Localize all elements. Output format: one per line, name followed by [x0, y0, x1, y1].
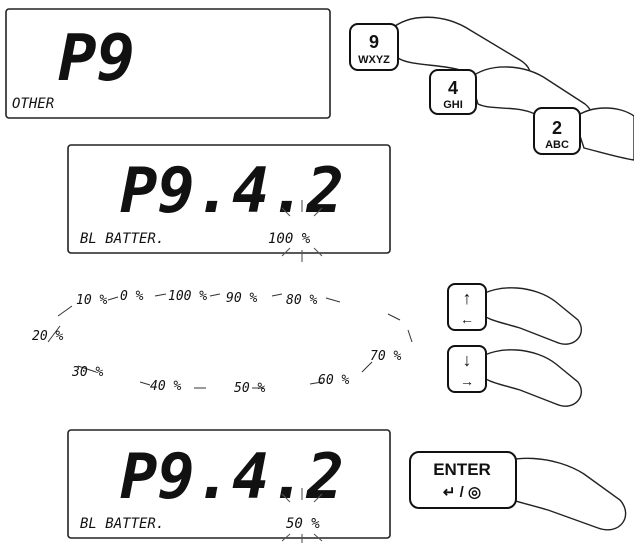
cycle-value: 100 %: [168, 289, 207, 304]
key-enter-group: ENTER ↵ / ◎: [409, 451, 627, 531]
cycle-value: 90 %: [226, 291, 257, 306]
lcd-panel-1: P9 OTHER: [5, 8, 331, 119]
key-2-letters: ABC: [545, 139, 569, 151]
cycle-value: 60 %: [318, 373, 349, 388]
key-4-letters: GHI: [443, 99, 463, 111]
key-2[interactable]: [533, 107, 581, 155]
enter-label: ENTER: [433, 460, 491, 479]
lcd-code: P9.4.2: [120, 154, 344, 227]
key-down-group: ↓ →: [447, 345, 583, 407]
blink-indicator: [281, 488, 323, 543]
key-4-number: 4: [448, 78, 458, 98]
cycle-value: 50 %: [234, 381, 265, 396]
lcd-frame: [67, 144, 391, 254]
cycle-value: 10 %: [76, 293, 107, 308]
value-cycle: 10 % 0 % 100 % 90 % 80 % 80 % 70 % 60 % …: [32, 289, 413, 396]
enter-button[interactable]: [409, 451, 517, 509]
lcd-frame: [5, 8, 331, 119]
finger-icon: [475, 349, 583, 407]
key-2-number: 2: [552, 118, 562, 138]
arrow-down-icon: ↓: [463, 350, 472, 370]
key-2-group: 2 ABC: [533, 107, 634, 161]
lcd-value: 50 %: [286, 516, 320, 532]
cycle-value: 70 %: [370, 349, 401, 364]
lcd-panel-2: P9.4.2 BL BATTER. 100 %: [67, 144, 391, 262]
cycle-value: 40 %: [150, 379, 181, 394]
lcd-panel-3: P9.4.2 BL BATTER. 50 %: [67, 429, 391, 543]
lcd-code: P9.4.2: [120, 440, 344, 513]
key-up-group: ↑ ←: [447, 283, 583, 345]
key-9-letters: WXYZ: [358, 54, 390, 66]
lcd-code: P9: [58, 22, 135, 96]
cycle-value: 20 %: [32, 329, 63, 344]
key-9-number: 9: [369, 32, 379, 52]
finger-icon: [573, 107, 634, 161]
cycle-value: 0 %: [120, 289, 144, 304]
lcd-label: OTHER: [12, 96, 54, 112]
arrow-up-icon: ↑: [463, 288, 472, 308]
arrow-left-icon: ←: [460, 311, 474, 327]
key-up[interactable]: [447, 283, 487, 331]
lcd-value: 100 %: [268, 231, 311, 247]
arrow-right-icon: →: [460, 373, 474, 389]
finger-icon: [475, 287, 583, 345]
lcd-label: BL BATTER.: [80, 516, 164, 532]
lcd-label: BL BATTER.: [80, 231, 164, 247]
key-4[interactable]: [429, 69, 477, 115]
blink-indicator: [281, 200, 323, 262]
key-9[interactable]: [349, 23, 399, 71]
cycle-value: 30 %: [71, 365, 103, 380]
lcd-frame: [67, 429, 391, 539]
cycle-value: 80 %: [286, 293, 317, 308]
key-down[interactable]: [447, 345, 487, 393]
enter-return-icon: ↵ / ◎: [443, 484, 481, 501]
